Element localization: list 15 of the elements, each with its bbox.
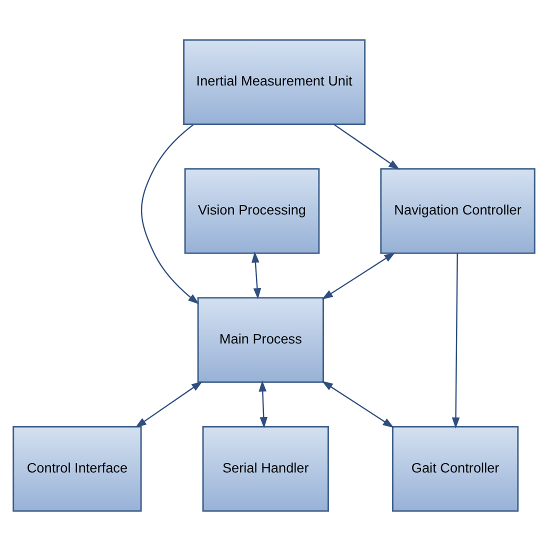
node-box: Control Interface: [12, 426, 142, 512]
node-box: Navigation Controller: [380, 168, 536, 254]
arrow: [252, 250, 262, 299]
arrow: [135, 380, 203, 428]
arrow: [322, 252, 396, 300]
node-box: Serial Handler: [202, 426, 329, 512]
node-box: Vision Processing: [184, 168, 320, 254]
node-box: Main Process: [197, 296, 324, 382]
node-box: Inertial Measurement Unit: [183, 38, 366, 124]
arrow: [258, 380, 268, 428]
arrow: [140, 124, 200, 304]
node-box: Gait Controller: [392, 426, 519, 512]
arrow: [322, 380, 394, 428]
arrow: [334, 123, 400, 170]
arrow: [452, 252, 460, 428]
